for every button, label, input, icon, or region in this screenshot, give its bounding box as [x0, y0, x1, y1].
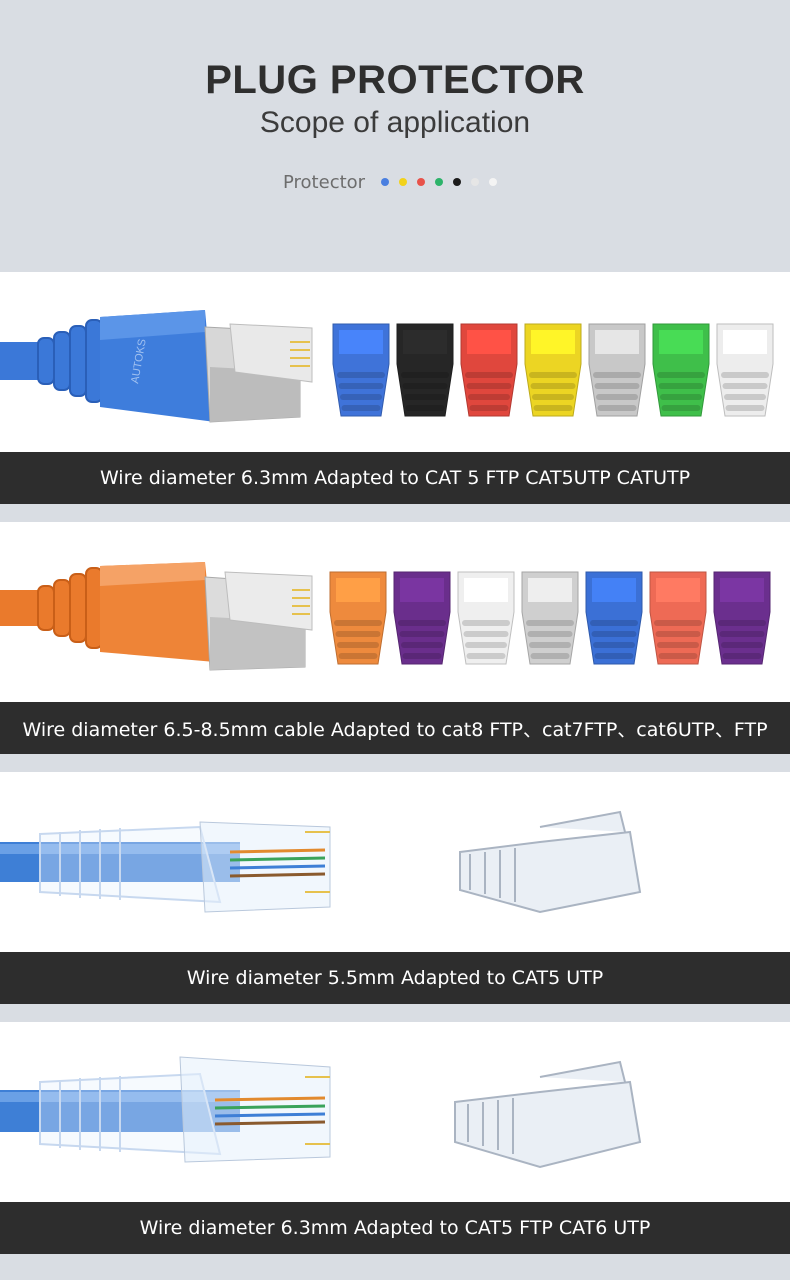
clear-boot-2 — [454, 1060, 642, 1169]
divider — [0, 754, 790, 772]
boot-3 — [460, 323, 518, 417]
divider — [0, 1004, 790, 1022]
product-image-4 — [0, 1022, 790, 1202]
boot-4 — [521, 571, 579, 665]
boot-4 — [524, 323, 582, 417]
color-dot-white — [489, 178, 498, 186]
caption-2: Wire diameter 6.5-8.5mm cable Adapted to… — [0, 702, 790, 754]
boot-5 — [585, 571, 643, 665]
header: PLUG PROTECTOR Scope of application Prot… — [0, 0, 790, 272]
boot-3 — [457, 571, 515, 665]
boot-row-1 — [332, 323, 774, 417]
boot-row-2 — [329, 571, 771, 665]
boot-1 — [332, 323, 390, 417]
clear-boot-1 — [459, 810, 642, 914]
rj45-cat6-clear-plug-image — [0, 1056, 642, 1169]
rj45-cat8-plug-image — [0, 562, 771, 671]
caption-3: Wire diameter 5.5mm Adapted to CAT5 UTP — [0, 952, 790, 1004]
boot-2 — [393, 571, 451, 665]
color-dot-grey — [471, 178, 480, 186]
page-subtitle: Scope of application — [259, 106, 531, 139]
color-legend: Protector — [283, 170, 507, 194]
product-image-2 — [0, 522, 790, 702]
boot-2 — [396, 323, 454, 417]
color-dot-yellow — [399, 178, 408, 186]
boot-6 — [652, 323, 710, 417]
product-image-3 — [0, 772, 790, 952]
color-dot-blue — [381, 178, 390, 186]
boot-1 — [329, 571, 387, 665]
page-title: PLUG PROTECTOR — [205, 58, 585, 102]
color-dot-green — [435, 178, 444, 186]
rj45-ftp-plug-image: AUTOKS — [0, 310, 774, 423]
caption-4: Wire diameter 6.3mm Adapted to CAT5 FTP … — [0, 1202, 790, 1254]
boot-6 — [649, 571, 707, 665]
product-image-1: AUTOKS — [0, 272, 790, 452]
bottom-strip — [0, 1254, 790, 1280]
color-dot-red — [417, 178, 426, 186]
legend-label: Protector — [283, 171, 366, 193]
boot-7 — [713, 571, 771, 665]
boot-5 — [588, 323, 646, 417]
divider — [0, 504, 790, 522]
rj45-utp-clear-plug-image — [0, 810, 642, 914]
boot-7 — [716, 323, 774, 417]
color-dot-black — [453, 178, 462, 186]
caption-1: Wire diameter 6.3mm Adapted to CAT 5 FTP… — [0, 452, 790, 504]
